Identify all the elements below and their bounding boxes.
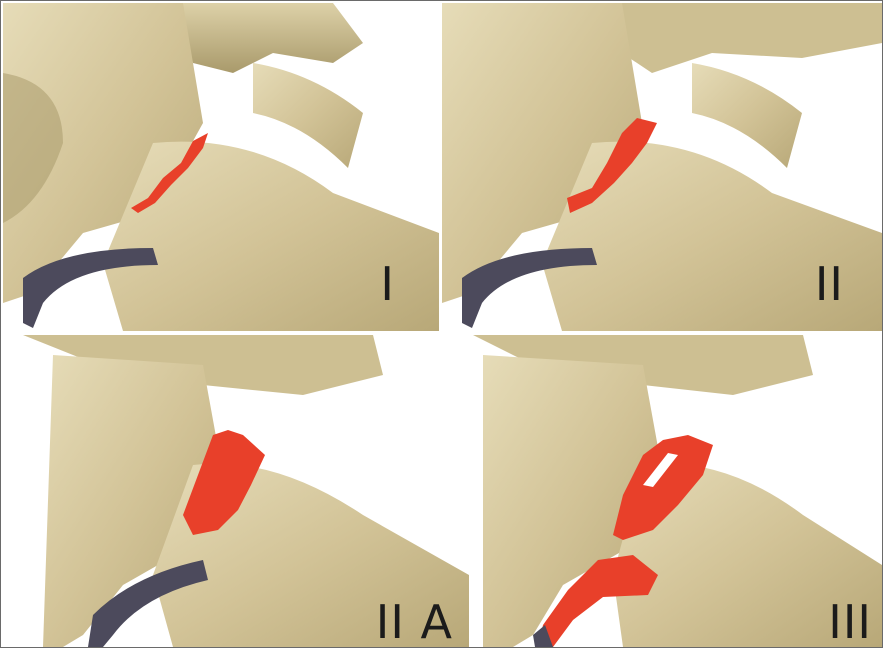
posterior-arch (173, 3, 363, 73)
upper-process (692, 63, 802, 168)
panel-label: I (380, 261, 395, 307)
panel-type-2a: II A (3, 335, 469, 647)
panel-type-1: I (3, 3, 439, 331)
panel-label: II A (376, 599, 453, 645)
posterior-arch (612, 3, 882, 73)
panel-label: III (828, 599, 872, 645)
panel-label: II (815, 261, 844, 307)
upper-process (253, 63, 363, 168)
panel-type-2: II (442, 3, 882, 331)
vertebra-illustration (473, 335, 882, 647)
panel-type-3: III (473, 335, 882, 647)
vertebra-illustration (3, 3, 439, 331)
